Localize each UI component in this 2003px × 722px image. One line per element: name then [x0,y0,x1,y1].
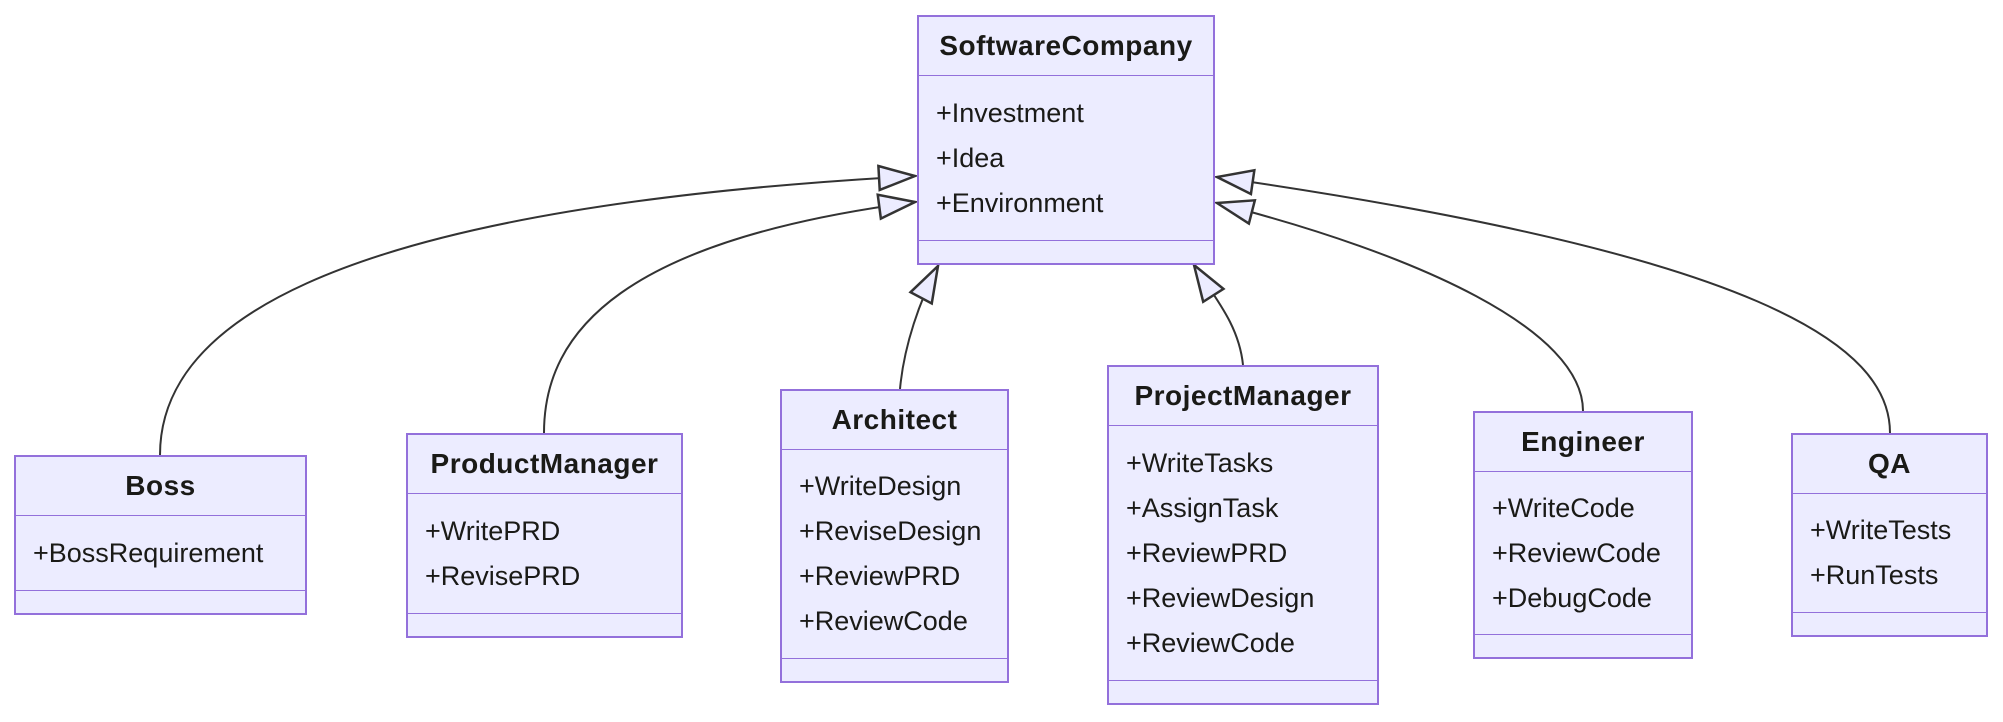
class-members: +WriteTasks +AssignTask +ReviewPRD +Revi… [1109,426,1377,681]
class-title: Engineer [1475,413,1691,472]
class-member: +ReviewCode [1492,537,1661,568]
class-empty-methods-compartment [919,241,1213,263]
class-architect: Architect +WriteDesign +ReviseDesign +Re… [780,389,1009,683]
class-members: +WritePRD +RevisePRD [408,494,681,614]
inheritance-edge-productmanager-to-softwarecompany [543,202,915,434]
class-empty-methods-compartment [1109,681,1377,703]
class-title: SoftwareCompany [919,17,1213,76]
class-member: +ReviewPRD [799,561,961,591]
class-productmanager: ProductManager +WritePRD +RevisePRD [406,433,683,638]
class-member: +ReviewCode [799,606,968,636]
class-qa: QA +WriteTests +RunTests [1791,433,1988,637]
inheritance-edge-architect-to-softwarecompany [899,266,938,390]
class-empty-methods-compartment [1793,613,1986,635]
class-title: ProductManager [408,435,681,494]
class-boss: Boss +BossRequirement [14,455,307,615]
class-title: QA [1793,435,1986,494]
class-member: +Idea [936,142,1005,173]
class-member: +Environment [936,187,1104,218]
class-title: ProjectManager [1109,367,1377,426]
class-softwarecompany: SoftwareCompany +Investment +Idea +Envir… [917,15,1215,265]
class-empty-methods-compartment [782,659,1007,681]
class-members: +WriteCode +ReviewCode +DebugCode [1475,472,1691,635]
class-members: +WriteDesign +ReviseDesign +ReviewPRD +R… [782,450,1007,659]
class-projectmanager: ProjectManager +WriteTasks +AssignTask +… [1107,365,1379,705]
class-member: +BossRequirement [33,537,264,568]
class-member: +AssignTask [1126,492,1279,523]
class-title: Architect [782,391,1007,450]
class-member: +RevisePRD [425,560,581,591]
class-title: Boss [16,457,305,516]
inheritance-edge-engineer-to-softwarecompany [1217,203,1584,412]
class-member: +ReviewDesign [1126,582,1315,613]
class-engineer: Engineer +WriteCode +ReviewCode +DebugCo… [1473,411,1693,659]
class-member: +DebugCode [1492,582,1652,613]
class-member: +WriteTests [1810,515,1952,545]
inheritance-edge-qa-to-softwarecompany [1217,177,1891,434]
class-members: +Investment +Idea +Environment [919,76,1213,241]
class-member: +RunTests [1810,560,1939,590]
class-empty-methods-compartment [408,614,681,636]
class-members: +BossRequirement [16,516,305,591]
class-member: +WriteCode [1492,492,1635,523]
class-member: +Investment [936,97,1084,128]
class-member: +ReviseDesign [799,516,982,546]
class-member: +ReviewPRD [1126,537,1288,568]
class-member: +WriteTasks [1126,447,1274,478]
class-empty-methods-compartment [1475,635,1691,657]
class-member: +WritePRD [425,515,561,546]
class-member: +ReviewCode [1126,627,1295,658]
class-member: +WriteDesign [799,471,962,501]
class-members: +WriteTests +RunTests [1793,494,1986,613]
inheritance-edge-projectmanager-to-softwarecompany [1194,265,1244,366]
class-empty-methods-compartment [16,591,305,613]
inheritance-edge-boss-to-softwarecompany [159,176,915,456]
